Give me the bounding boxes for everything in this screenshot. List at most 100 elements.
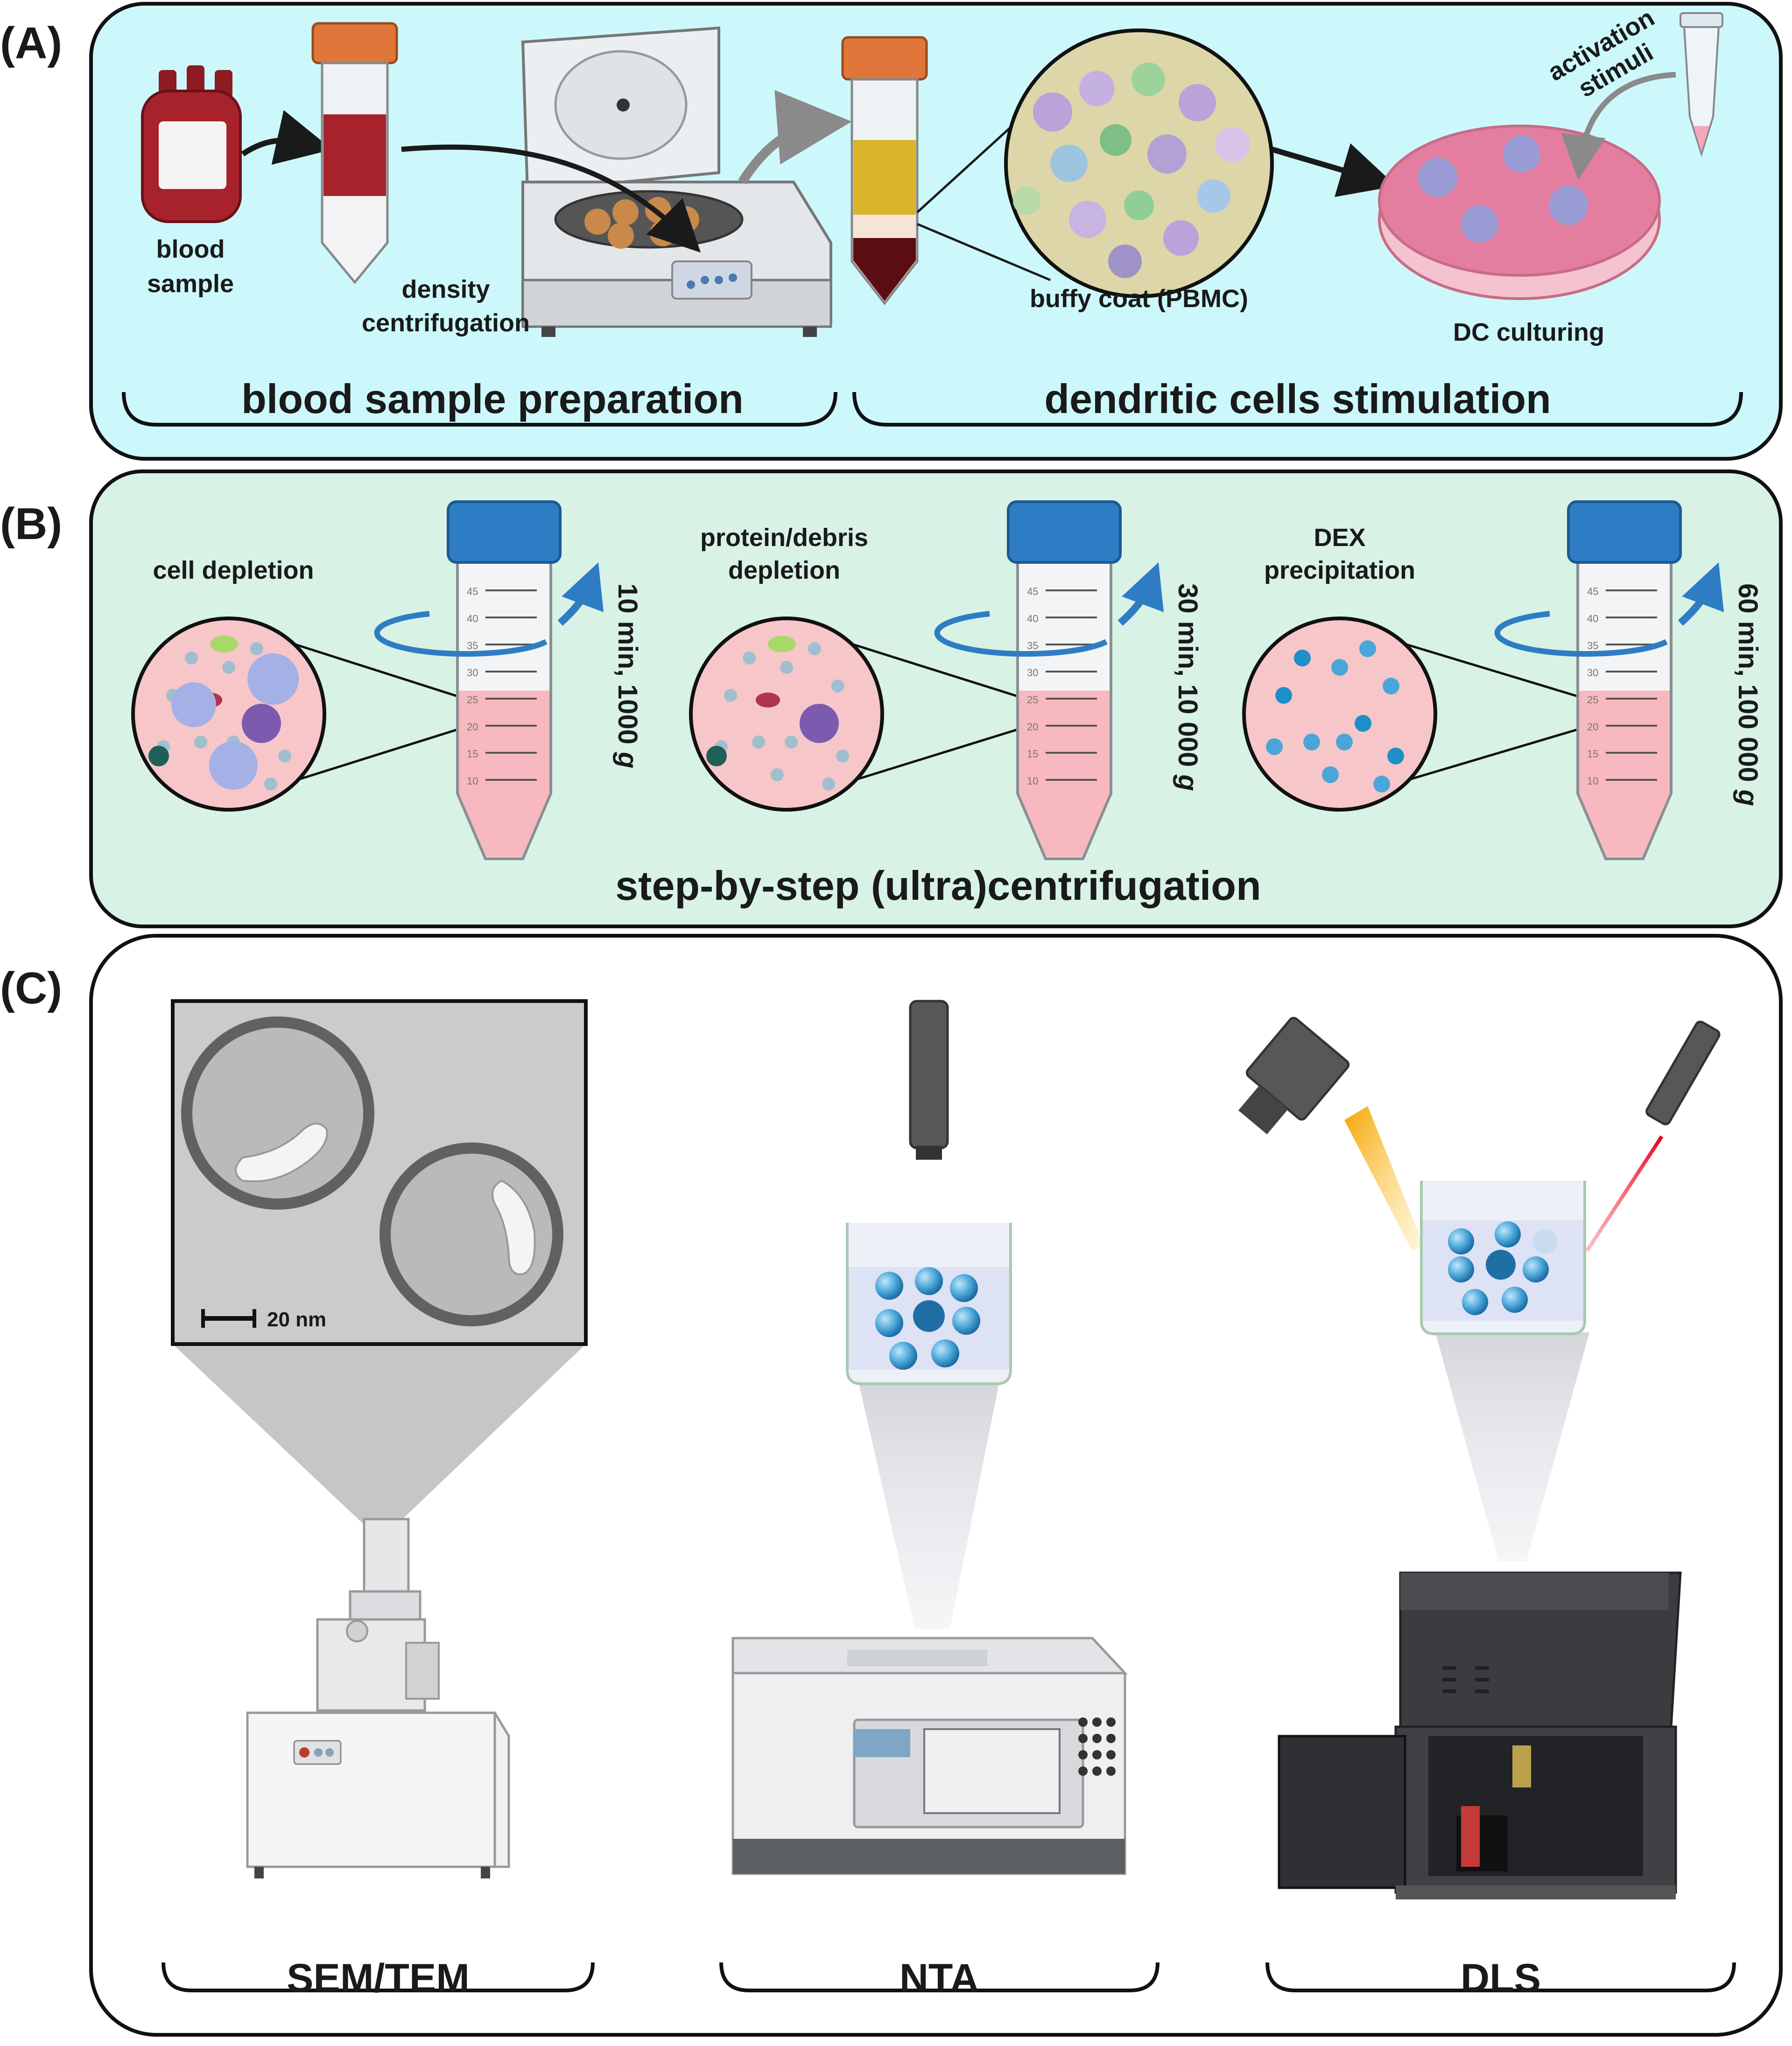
speed-label: 60 min, 100 000 g bbox=[1733, 583, 1763, 806]
tube-tick-label: 30 bbox=[1027, 667, 1038, 679]
arrow-bag-to-tube bbox=[241, 110, 332, 165]
particle-dot bbox=[808, 642, 821, 655]
particle-dot bbox=[1303, 734, 1320, 750]
step-label: depletion bbox=[728, 556, 840, 584]
pbmc-zoom-icon bbox=[1004, 28, 1274, 298]
arrow-stimuli-to-dish bbox=[1561, 72, 1676, 180]
debris-particle bbox=[148, 746, 169, 766]
tube-tick-label: 40 bbox=[1027, 613, 1038, 624]
particle-dot bbox=[771, 768, 784, 781]
step-label: cell depletion bbox=[153, 556, 314, 584]
particle-dot bbox=[724, 689, 737, 702]
tube-tick-label: 15 bbox=[1027, 748, 1038, 760]
particle-dot bbox=[752, 736, 765, 749]
step-label: precipitation bbox=[1264, 556, 1415, 584]
step-label: protein/debris bbox=[700, 524, 868, 552]
particle-dot bbox=[822, 778, 835, 791]
debris-particle bbox=[210, 636, 238, 652]
particle-dot bbox=[1266, 738, 1283, 755]
nta-instrument-icon bbox=[731, 1637, 1128, 1875]
bracket-dls bbox=[1265, 1962, 1736, 1992]
tube-cap bbox=[1567, 500, 1682, 564]
particle-dot bbox=[1387, 748, 1404, 764]
zoom-circle bbox=[689, 617, 884, 812]
particle-dot bbox=[780, 661, 793, 674]
petri-dish-icon bbox=[1378, 125, 1661, 300]
particle-dot bbox=[278, 750, 291, 763]
centrifugation-step: 4540353025201510protein/debrisdepletion3… bbox=[689, 500, 1203, 860]
label-nta: NTA bbox=[900, 1956, 979, 2001]
tube-tick-label: 40 bbox=[1587, 613, 1598, 624]
spin-ring bbox=[1494, 611, 1668, 657]
particle-dot bbox=[831, 680, 844, 693]
particle-dot bbox=[1359, 640, 1376, 657]
tube-liquid bbox=[1019, 691, 1110, 857]
tube-tick-label: 25 bbox=[1027, 694, 1038, 706]
tube-tick-label: 25 bbox=[467, 694, 478, 706]
step-label: DEX bbox=[1314, 524, 1365, 552]
particle-dot bbox=[1294, 650, 1311, 666]
section-centrifugation: step-by-step (ultra)centrifugation bbox=[615, 862, 1261, 909]
particle-dot bbox=[1373, 776, 1390, 792]
debris-particle bbox=[768, 636, 796, 652]
spin-ring bbox=[374, 611, 548, 657]
arrow-tube-to-centrifuge bbox=[401, 144, 701, 253]
eppendorf-tube-icon bbox=[1680, 12, 1723, 157]
panel-letter-a: (A) bbox=[0, 18, 62, 68]
zoom-circle bbox=[1242, 617, 1437, 812]
panel-letter-b: (B) bbox=[0, 499, 62, 549]
particle-dot bbox=[743, 652, 756, 665]
density-label-1: density bbox=[401, 275, 490, 303]
blood-sample-label-1: blood bbox=[156, 235, 225, 263]
nta-setup-icon bbox=[846, 1000, 1012, 1629]
particle-dot bbox=[250, 642, 263, 655]
spin-arrow-icon bbox=[557, 562, 604, 626]
tube-tick-label: 40 bbox=[467, 613, 478, 624]
spin-arrow-icon bbox=[1678, 562, 1724, 626]
blood-bag-icon bbox=[141, 65, 242, 223]
tube-cap bbox=[1007, 500, 1122, 564]
cell-icon bbox=[171, 682, 216, 727]
dls-setup-icon bbox=[1238, 1016, 1721, 1561]
tube-tick-label: 30 bbox=[1587, 667, 1598, 679]
tube-tick-label: 45 bbox=[1027, 586, 1038, 597]
tube-tick-label: 35 bbox=[1587, 640, 1598, 652]
tube-tick-label: 10 bbox=[467, 775, 478, 787]
blood-tube-icon bbox=[311, 22, 398, 284]
zoom-line-upper bbox=[916, 116, 1023, 213]
density-label-2: centrifugation bbox=[362, 309, 530, 337]
particle-dot bbox=[264, 778, 277, 791]
scale-bar-label: 20 nm bbox=[267, 1308, 326, 1331]
tube-tick-label: 15 bbox=[467, 748, 478, 760]
label-dls: DLS bbox=[1461, 1956, 1541, 2001]
tube-tick-label: 35 bbox=[467, 640, 478, 652]
section-dc-stimulation: dendritic cells stimulation bbox=[1044, 376, 1551, 422]
tube-tick-label: 10 bbox=[1027, 775, 1038, 787]
tube-liquid bbox=[459, 691, 549, 857]
debris-particle bbox=[706, 746, 727, 766]
particle-dot bbox=[1322, 766, 1339, 783]
panel-letter-c: (C) bbox=[0, 963, 62, 1013]
tube-tick-label: 45 bbox=[1587, 586, 1598, 597]
tube-cap bbox=[447, 500, 562, 564]
arrow-centrifuge-to-tube bbox=[738, 90, 852, 185]
tube-tick-label: 30 bbox=[467, 667, 478, 679]
particle-dot bbox=[1336, 734, 1353, 750]
bracket-right-a bbox=[852, 392, 1743, 427]
tube-tick-label: 20 bbox=[467, 721, 478, 733]
speed-label: 30 min, 10 000 g bbox=[1173, 583, 1203, 791]
blood-sample-label-2: sample bbox=[147, 270, 234, 298]
spin-arrow-icon bbox=[1117, 562, 1164, 626]
particle-dot bbox=[785, 736, 798, 749]
particle-dot bbox=[1355, 715, 1371, 732]
speed-label: 10 min, 1000 g bbox=[612, 583, 643, 769]
particle-dot bbox=[222, 661, 235, 674]
section-blood-prep: blood sample preparation bbox=[241, 376, 744, 422]
bracket-sem-tem bbox=[162, 1962, 595, 1992]
zoom-line-lower bbox=[917, 223, 1051, 281]
protein-aggregate bbox=[800, 704, 839, 743]
em-micrograph bbox=[171, 999, 588, 1540]
